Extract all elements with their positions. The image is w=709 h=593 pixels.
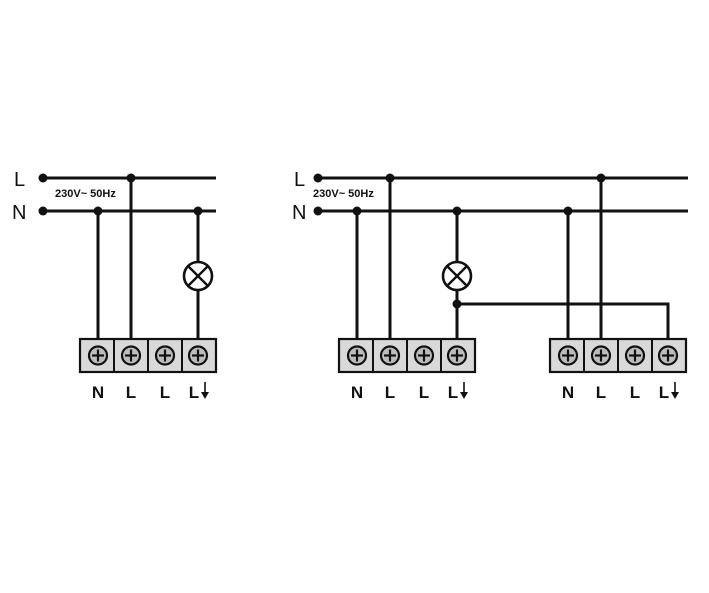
line-label-live: L bbox=[294, 169, 305, 191]
junction bbox=[126, 173, 136, 183]
supply-label: 230V~ 50Hz bbox=[55, 188, 116, 200]
terminal-label-l: L bbox=[596, 383, 606, 402]
line-label-neutral: N bbox=[12, 202, 26, 224]
screw-terminal-icon bbox=[657, 345, 679, 366]
screw-terminal-icon bbox=[346, 345, 368, 366]
neutral-line-origin bbox=[38, 206, 48, 216]
screw-terminal-icon bbox=[379, 345, 401, 366]
arrow-down-icon bbox=[201, 382, 209, 399]
junction bbox=[193, 206, 203, 216]
terminal-label-l-switched: L bbox=[189, 383, 199, 402]
screw-terminal-icon bbox=[624, 345, 646, 366]
arrow-down-icon bbox=[460, 382, 468, 399]
live-line-origin bbox=[38, 173, 48, 183]
terminal-label-l-switched: L bbox=[659, 383, 669, 402]
arrow-down-icon bbox=[671, 382, 679, 399]
terminal-label-l-switched: L bbox=[448, 383, 458, 402]
line-label-neutral: N bbox=[292, 202, 306, 224]
terminal-label-n: N bbox=[351, 383, 363, 402]
wire-switched-bridge bbox=[457, 302, 670, 339]
terminal-block bbox=[548, 337, 688, 374]
screw-terminal-icon bbox=[413, 345, 435, 366]
neutral-line-origin bbox=[313, 206, 323, 216]
screw-terminal-icon bbox=[154, 345, 176, 366]
terminal-label-n: N bbox=[92, 383, 104, 402]
line-label-live: L bbox=[14, 169, 25, 191]
screw-terminal-icon bbox=[446, 345, 468, 366]
terminal-block bbox=[78, 337, 218, 374]
lamp-icon bbox=[441, 260, 473, 292]
diagram-single: L N 230V~ 50Hz bbox=[12, 169, 218, 402]
junction bbox=[385, 173, 395, 183]
terminal-label-l: L bbox=[419, 383, 429, 402]
screw-terminal-icon bbox=[87, 345, 109, 366]
screw-terminal-icon bbox=[557, 345, 579, 366]
terminal-label-l: L bbox=[160, 383, 170, 402]
terminal-label-l: L bbox=[630, 383, 640, 402]
lamp-icon bbox=[182, 260, 214, 292]
screw-terminal-icon bbox=[120, 345, 142, 366]
screw-terminal-icon bbox=[590, 345, 612, 366]
terminal-label-l: L bbox=[385, 383, 395, 402]
terminal-label-l: L bbox=[126, 383, 136, 402]
screw-terminal-icon bbox=[187, 345, 209, 366]
junction bbox=[596, 173, 606, 183]
junction bbox=[93, 206, 103, 216]
live-line-origin bbox=[313, 173, 323, 183]
diagram-dual: L N 230V~ 50Hz bbox=[292, 169, 688, 402]
junction bbox=[352, 206, 362, 216]
junction bbox=[563, 206, 573, 216]
supply-label: 230V~ 50Hz bbox=[313, 188, 374, 200]
junction bbox=[452, 206, 462, 216]
terminal-block bbox=[337, 337, 477, 374]
terminal-label-n: N bbox=[562, 383, 574, 402]
